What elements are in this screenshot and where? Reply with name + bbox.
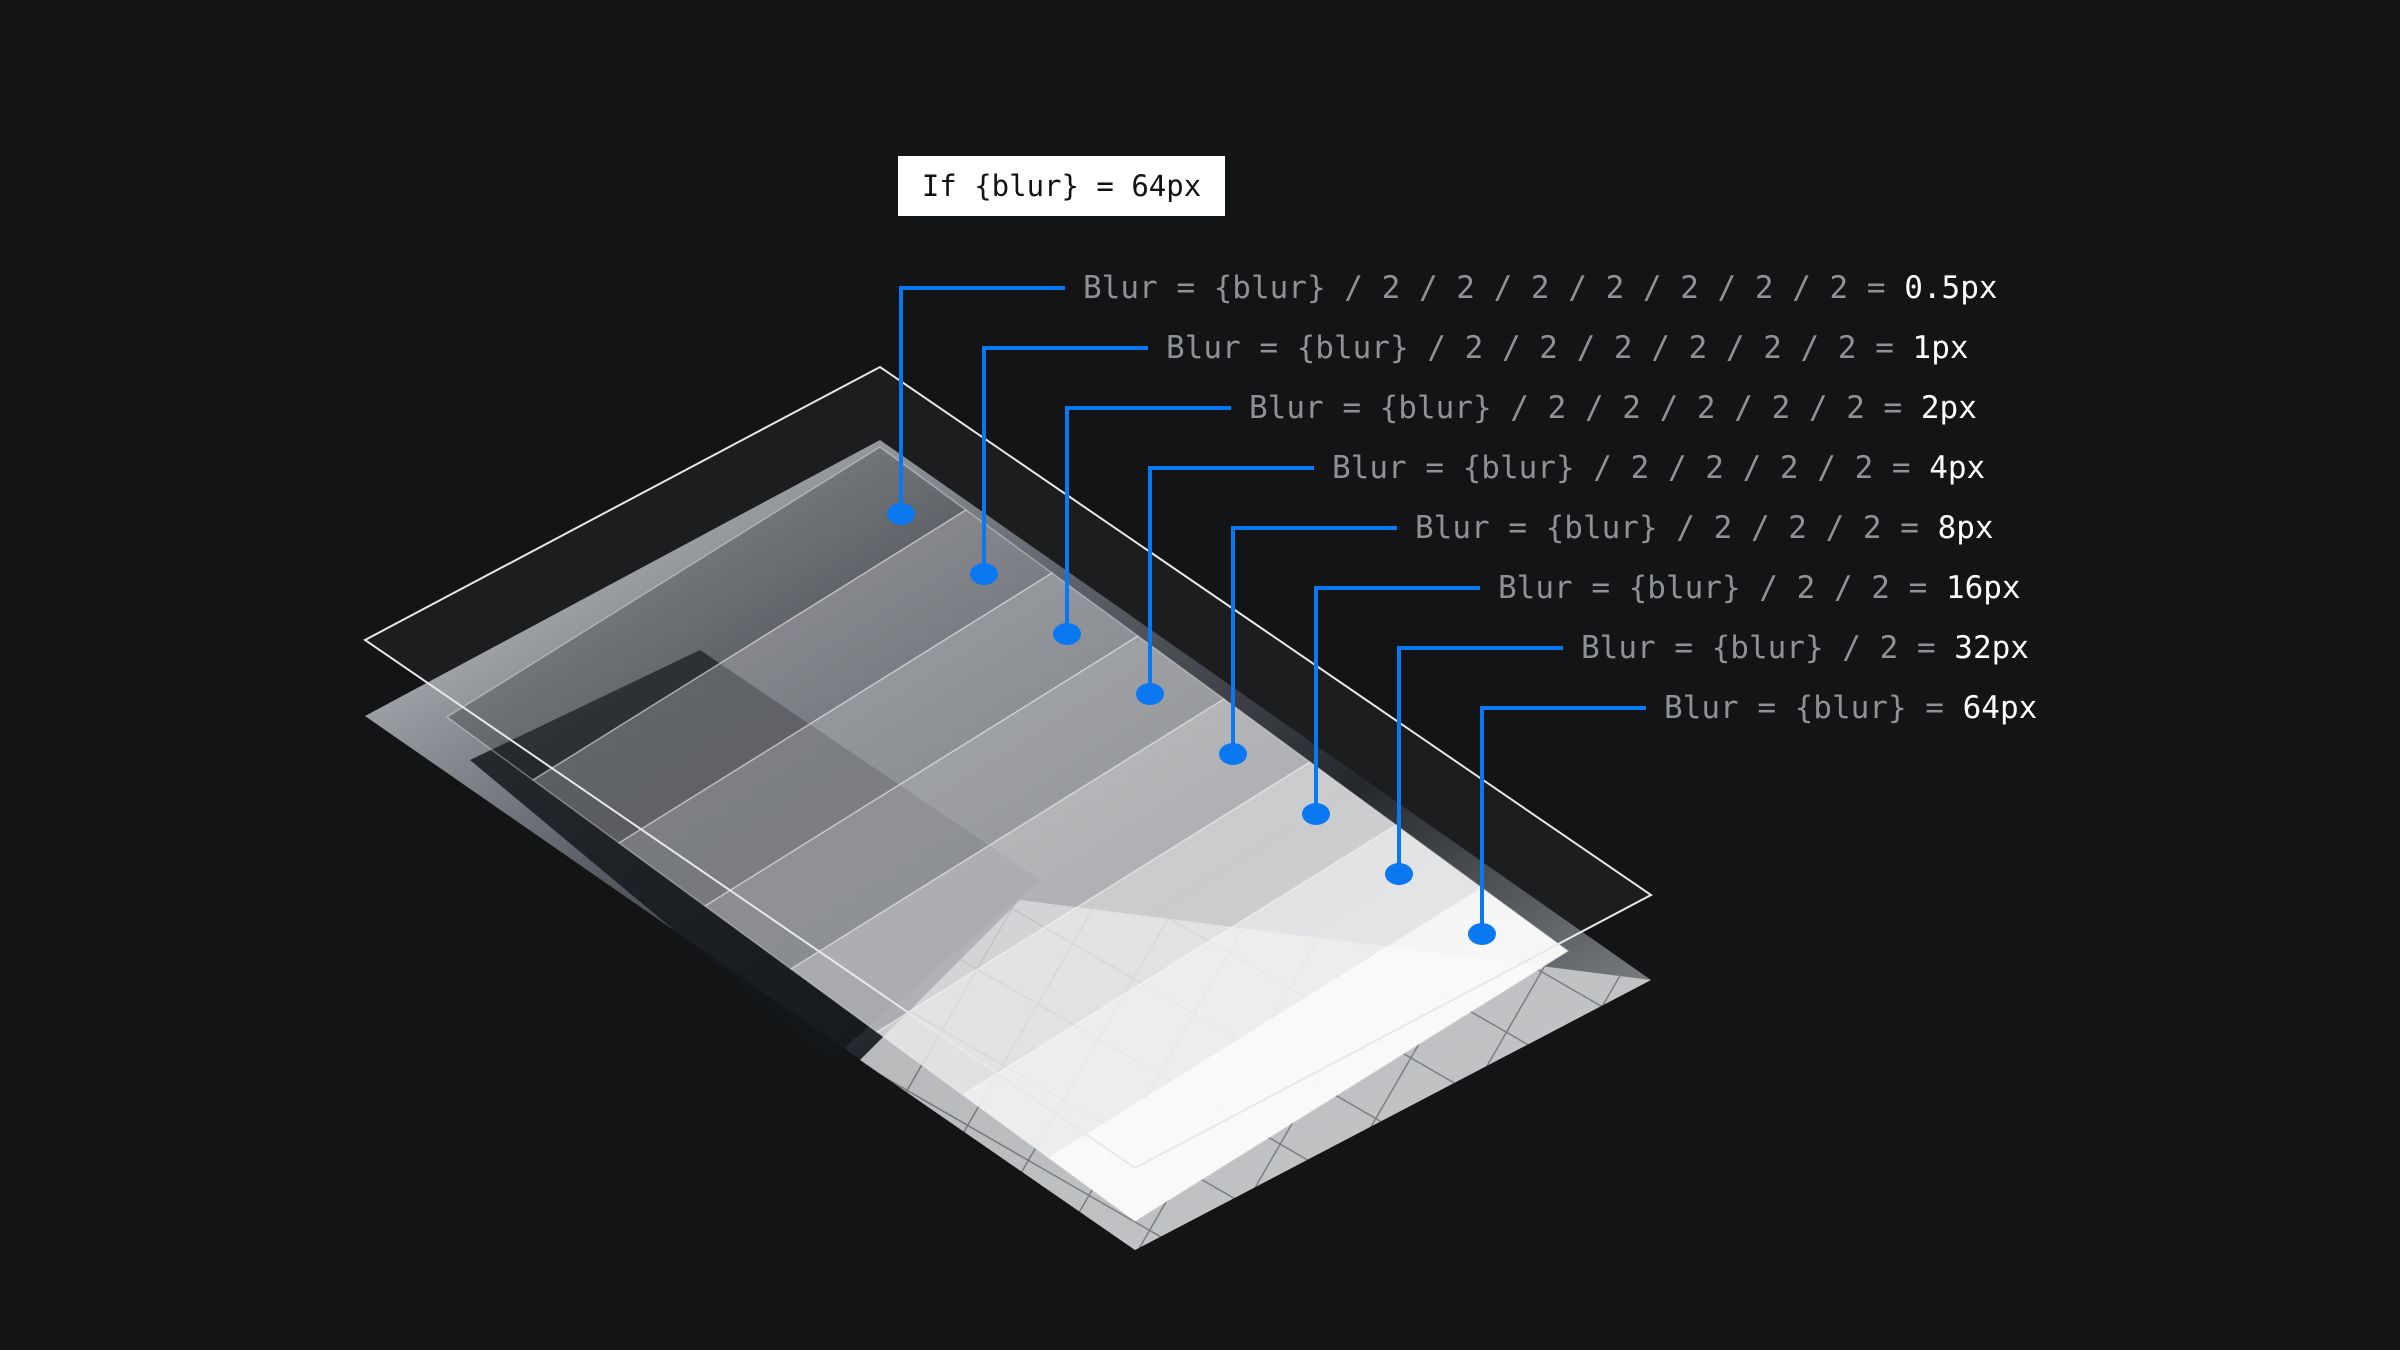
blur-formula-label: Blur = {blur} / 2 / 2 / 2 / 2 = 4px (1332, 448, 1985, 488)
leader-line (1148, 466, 1314, 694)
formula-text: Blur = {blur} / 2 / 2 / 2 = (1415, 510, 1938, 546)
layer-marker-dot (1136, 683, 1164, 705)
leader-line (1231, 526, 1397, 754)
formula-result: 8px (1937, 510, 1994, 546)
layer-marker-dot (887, 503, 915, 525)
blur-formula-label: Blur = {blur} / 2 = 32px (1581, 628, 2029, 668)
leader-line (1065, 406, 1231, 634)
formula-text: Blur = {blur} / 2 / 2 / 2 / 2 = (1332, 450, 1930, 486)
blur-frame-plane (363, 365, 1653, 1170)
layer-marker-dot (1053, 623, 1081, 645)
layer-marker-dot (1219, 743, 1247, 765)
blur-formula-label: Blur = {blur} / 2 / 2 / 2 / 2 / 2 = 2px (1249, 388, 1977, 428)
formula-text: Blur = {blur} / 2 / 2 / 2 / 2 / 2 = (1249, 390, 1921, 426)
formula-result: 2px (1920, 390, 1977, 426)
formula-text: Blur = {blur} = (1664, 690, 1963, 726)
leader-line (1314, 586, 1480, 814)
leader-line (982, 346, 1148, 574)
layer-marker-dot (1468, 923, 1496, 945)
formula-result: 0.5px (1904, 270, 1998, 306)
formula-result: 4px (1929, 450, 1986, 486)
blur-strip (1047, 887, 1570, 1222)
layer-marker-dot (1302, 803, 1330, 825)
layer-marker-dot (1385, 863, 1413, 885)
leader-line (1480, 706, 1646, 934)
blur-formula-label: Blur = {blur} = 64px (1664, 688, 2037, 728)
blur-formula-label: Blur = {blur} / 2 / 2 / 2 = 8px (1415, 508, 1994, 548)
formula-text: Blur = {blur} / 2 = (1581, 630, 1955, 666)
leader-line (1397, 646, 1563, 874)
blur-formula-label: Blur = {blur} / 2 / 2 / 2 / 2 / 2 / 2 / … (1083, 268, 1998, 308)
blur-formula-label: Blur = {blur} / 2 / 2 = 16px (1498, 568, 2021, 608)
formula-text: Blur = {blur} / 2 / 2 / 2 / 2 / 2 / 2 = (1166, 330, 1913, 366)
formula-result: 16px (1945, 570, 2021, 606)
formula-text: Blur = {blur} / 2 / 2 = (1498, 570, 1946, 606)
formula-result: 64px (1962, 690, 2038, 726)
layer-marker-dot (970, 563, 998, 585)
formula-result: 32px (1954, 630, 2029, 666)
formula-text: Blur = {blur} / 2 / 2 / 2 / 2 / 2 / 2 / … (1083, 270, 1905, 306)
blur-formula-label: Blur = {blur} / 2 / 2 / 2 / 2 / 2 / 2 = … (1166, 328, 1969, 368)
blur-input-box: If {blur} = 64px (898, 156, 1225, 216)
formula-result: 1px (1912, 330, 1969, 366)
blur-input-label: If {blur} = 64px (921, 169, 1202, 203)
leader-line (899, 286, 1065, 514)
